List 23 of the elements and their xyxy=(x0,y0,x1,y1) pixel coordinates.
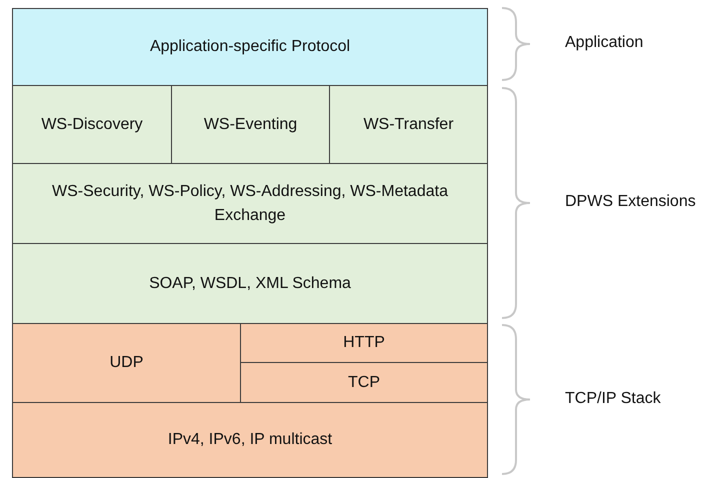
layer-box xyxy=(12,85,172,164)
layer-label: WS-Discovery xyxy=(40,114,144,134)
layer-label: IPv4, IPv6, IP multicast xyxy=(166,430,334,450)
layer-label: HTTP xyxy=(342,333,386,353)
layer-box xyxy=(171,85,330,164)
layer-box xyxy=(12,323,241,403)
layer-label: UDP xyxy=(108,353,144,373)
layer-box xyxy=(12,402,488,478)
group-label: TCP/IP Stack xyxy=(565,390,661,408)
layer-label: WS-Transfer xyxy=(362,114,455,134)
layer-box xyxy=(12,8,488,86)
layer-label: Application-specific Protocol xyxy=(148,37,352,57)
layer-box xyxy=(329,85,488,164)
layer-box xyxy=(12,163,488,244)
layer-label: SOAP, WSDL, XML Schema xyxy=(148,274,352,294)
group-label: Application xyxy=(565,34,644,52)
layer-label: WS-Eventing xyxy=(202,114,298,134)
layer-box xyxy=(240,323,488,363)
layer-box xyxy=(12,243,488,324)
layer-label: WS-Security, WS-Policy, WS-Addressing, WS-Metadata Exchange xyxy=(51,182,449,226)
layer-box xyxy=(240,362,488,403)
group-label: DPWS Extensions xyxy=(565,193,696,211)
layer-label: TCP xyxy=(347,372,381,392)
